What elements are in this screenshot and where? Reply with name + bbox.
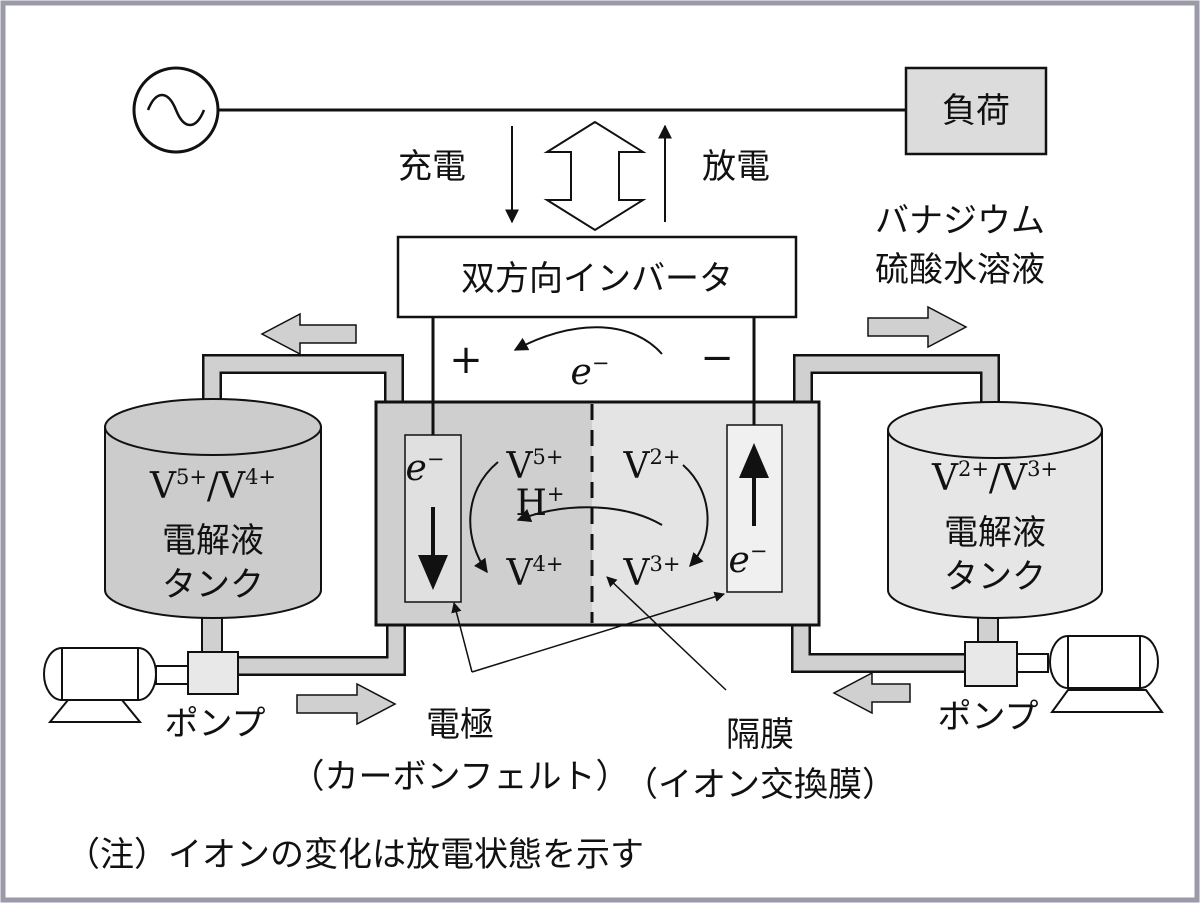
minus-sign: −	[700, 335, 734, 381]
ac-source	[132, 66, 220, 154]
membrane-label-line2: （イオン交換膜）	[624, 765, 896, 805]
cell-ion-v3: V3+	[623, 552, 681, 594]
inverter-label: 双方向インバータ	[461, 259, 733, 299]
electrode-left-arrow-head	[418, 555, 448, 590]
electron-flow-label: e−	[571, 351, 610, 393]
flow-arrow-top-right	[867, 305, 968, 349]
left-tank	[104, 398, 322, 619]
right-tank-label-line2: 電解液	[944, 513, 1046, 553]
electrode-right-arrow-head	[739, 443, 769, 478]
bidirectional-arrow	[543, 120, 647, 232]
load-label: 負荷	[942, 91, 1010, 131]
left-tank-label-line3: タンク	[162, 565, 264, 605]
flow-arrow-bottom-left	[296, 682, 397, 726]
pipe-left-tank-pump	[201, 614, 223, 656]
electrode-label-line1: 電極	[426, 705, 494, 745]
right-tank-ions: V2+/V3+	[931, 457, 1058, 499]
discharge-label: 放電	[702, 147, 770, 187]
pipe-right-tank-pump	[977, 614, 999, 646]
cell-outline	[374, 400, 821, 627]
electrolyte-label-line1: バナジウム	[875, 201, 1045, 241]
left-tank-label-line2: 電解液	[162, 521, 264, 561]
left-pump	[43, 647, 239, 723]
cell-ion-v2: V2+	[623, 445, 681, 487]
callout-electrode-left	[451, 601, 473, 673]
inverter-box	[396, 235, 798, 319]
right-tank-label-line3: タンク	[944, 557, 1046, 597]
reaction-arrow-left	[469, 461, 499, 574]
flow-arrow-bottom-right	[832, 671, 911, 715]
electrolyte-label-line2: 硫酸水溶液	[875, 250, 1045, 290]
proton-arrow	[516, 506, 663, 526]
callout-membrane	[606, 576, 727, 691]
pump-left-label: ポンプ	[165, 704, 266, 744]
membrane-label-line1: 隔膜	[726, 715, 794, 755]
right-pump	[964, 635, 1164, 713]
plus-sign: +	[449, 337, 483, 383]
right-tank	[887, 401, 1103, 619]
pump-right-label: ポンプ	[938, 697, 1039, 737]
electrode-right-electron: e−	[729, 539, 768, 581]
cell-ion-v5: V5+	[506, 445, 564, 487]
electrode-left-electron: e−	[406, 447, 445, 489]
callout-electrode-right	[471, 591, 726, 673]
reaction-arrow-right	[682, 464, 709, 568]
flow-arrow-top-left	[260, 312, 357, 356]
note-text: （注）イオンの変化は放電状態を示す	[66, 835, 644, 875]
electrode-label-line2: （カーボンフェルト）	[291, 757, 630, 797]
cell-ion-v4: V4+	[506, 552, 564, 594]
charge-label: 充電	[398, 147, 466, 187]
electron-flow-arrow	[513, 326, 663, 355]
left-tank-ions: V5+/V4+	[149, 465, 276, 507]
load-box	[904, 66, 1048, 156]
